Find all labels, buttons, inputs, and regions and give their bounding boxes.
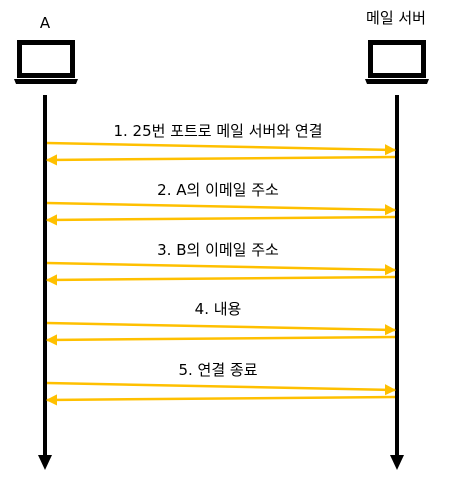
response-arrow [45, 154, 396, 166]
step-label: 4. 내용 [195, 300, 242, 318]
request-arrow [46, 141, 397, 156]
computer-monitor-icon [14, 40, 78, 84]
lifeline-right [390, 95, 404, 470]
step-label: 1. 25번 포트로 메일 서버와 연결 [113, 122, 322, 140]
step-2: 2. A의 이메일 주소 [45, 181, 397, 226]
response-arrow [45, 394, 396, 406]
request-arrow [46, 261, 397, 276]
step-label: 5. 연결 종료 [178, 361, 257, 379]
participant-left-label: A [40, 14, 51, 32]
step-label: 3. B의 이메일 주소 [157, 241, 279, 259]
response-arrow [45, 214, 396, 226]
computer-monitor-icon [365, 40, 429, 84]
step-3: 3. B의 이메일 주소 [45, 241, 397, 286]
step-1: 1. 25번 포트로 메일 서버와 연결 [45, 122, 397, 166]
request-arrow [46, 201, 397, 216]
response-arrow [45, 334, 396, 346]
response-arrow [45, 274, 396, 286]
step-4: 4. 내용 [45, 300, 397, 346]
lifeline-left [38, 95, 52, 470]
request-arrow [46, 321, 397, 336]
request-arrow [46, 381, 397, 396]
step-label: 2. A의 이메일 주소 [157, 181, 279, 199]
participant-right-label: 메일 서버 [366, 9, 426, 27]
step-5: 5. 연결 종료 [45, 361, 397, 406]
